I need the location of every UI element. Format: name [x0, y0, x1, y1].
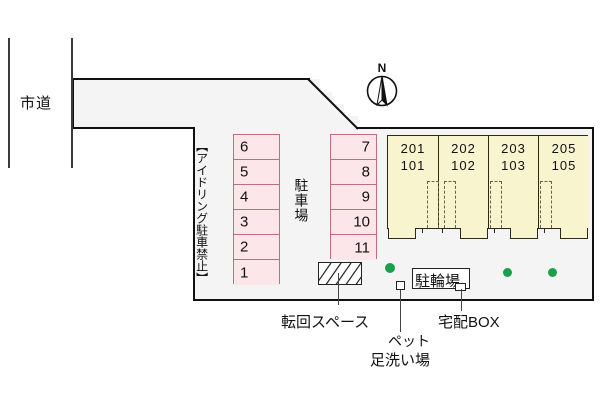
stall-number: 6: [240, 138, 249, 156]
pet-wash-label-line2: 足洗い場: [370, 352, 431, 369]
site-edge-left-main: [193, 127, 195, 301]
hatch-pattern-icon: [319, 263, 361, 284]
unit-upper-number: 203: [501, 141, 526, 156]
stall-number: 3: [240, 213, 249, 231]
unit-block[interactable]: 205 105: [539, 136, 589, 228]
turning-space-label: 転回スペース: [281, 314, 370, 331]
parking-column-left: 6 5 4 3 2 1: [233, 134, 280, 285]
parking-stall[interactable]: 8: [331, 160, 376, 185]
unit-upper-number: 202: [451, 141, 476, 156]
pet-wash-leader: [400, 290, 402, 332]
plant-dot-icon: [503, 268, 512, 277]
apartment-building: 201 101 202 102 203 103 205 105: [387, 135, 589, 229]
base-tick: [544, 228, 546, 233]
parking-lot-label: 駐車場: [293, 178, 310, 223]
compass-north-label: N: [377, 61, 387, 75]
site-corner-fill-c: [332, 104, 344, 128]
stall-number: 7: [361, 138, 370, 156]
unit-block[interactable]: 201 101: [388, 136, 439, 228]
unit-upper-number: 201: [400, 141, 426, 156]
turning-space-leader: [338, 273, 340, 305]
parking-stall[interactable]: 4: [234, 185, 279, 210]
entrance-porch: [388, 228, 416, 239]
plant-dot-icon: [548, 268, 557, 277]
compass-needle-icon: [366, 75, 398, 107]
parking-stall[interactable]: 1: [234, 260, 279, 285]
base-tick: [422, 228, 424, 233]
road-edge-left: [8, 38, 10, 168]
pet-wash-marker: [396, 281, 405, 290]
entrance-porch: [510, 228, 538, 239]
parking-stall[interactable]: 9: [331, 185, 376, 210]
stall-number: 10: [353, 213, 370, 231]
entrance-porch: [560, 228, 588, 239]
site-driveway-fill: [72, 79, 308, 128]
parking-stall[interactable]: 11: [331, 235, 376, 260]
road-label: 市道: [20, 95, 53, 112]
stall-number: 11: [354, 239, 370, 256]
parking-stall[interactable]: 5: [234, 160, 279, 185]
stair-outline-icon: [540, 181, 552, 228]
stall-number: 1: [240, 264, 249, 281]
stall-number: 8: [361, 163, 370, 181]
parking-stall[interactable]: 10: [331, 210, 376, 235]
base-tick: [442, 228, 444, 233]
delivery-box-label: 宅配BOX: [438, 314, 500, 331]
parking-stall[interactable]: 3: [234, 210, 279, 235]
site-edge-bottom: [193, 299, 594, 301]
stair-outline-icon: [444, 181, 456, 228]
unit-lower-number: 103: [501, 158, 526, 173]
site-edge-left-drive: [72, 78, 74, 129]
pet-wash-label-line1: ペット: [388, 333, 430, 349]
entrance-porch: [460, 228, 488, 239]
stair-outline-icon: [427, 181, 439, 228]
site-edge-bottom-drive: [72, 127, 195, 129]
stall-number: 4: [240, 188, 249, 206]
site-edge-top-right: [356, 127, 594, 129]
unit-lower-number: 101: [400, 158, 426, 173]
unit-block[interactable]: 202 102: [439, 136, 489, 228]
site-edge-right: [592, 127, 594, 301]
parking-stall[interactable]: 7: [331, 135, 376, 160]
unit-lower-number: 105: [551, 158, 577, 173]
north-compass: N: [366, 61, 398, 109]
unit-upper-number: 205: [551, 141, 577, 156]
unit-block[interactable]: 203 103: [489, 136, 539, 228]
stair-outline-icon: [490, 181, 502, 228]
unit-lower-number: 102: [451, 158, 476, 173]
base-tick: [494, 228, 496, 233]
stall-number: 9: [361, 188, 370, 206]
parking-stall[interactable]: 6: [234, 135, 279, 160]
site-edge-top-drive: [72, 78, 310, 80]
parking-column-right: 7 8 9 10 11: [330, 134, 377, 260]
turning-space-box: [318, 262, 362, 285]
site-edge-diagonal: [307, 78, 359, 130]
idling-prohibited-note: 【アイドリング駐車禁止】: [194, 140, 209, 284]
parking-stall[interactable]: 2: [234, 235, 279, 260]
delivery-box-marker: [455, 283, 466, 291]
bicycle-parking-label: 駐輪場: [415, 273, 461, 290]
road-edge-right: [71, 38, 73, 168]
delivery-box-leader: [461, 289, 463, 311]
stall-number: 2: [240, 238, 249, 256]
stall-number: 5: [240, 163, 249, 181]
site-corner-fill-a: [308, 79, 320, 128]
plant-dot-icon: [385, 263, 395, 273]
